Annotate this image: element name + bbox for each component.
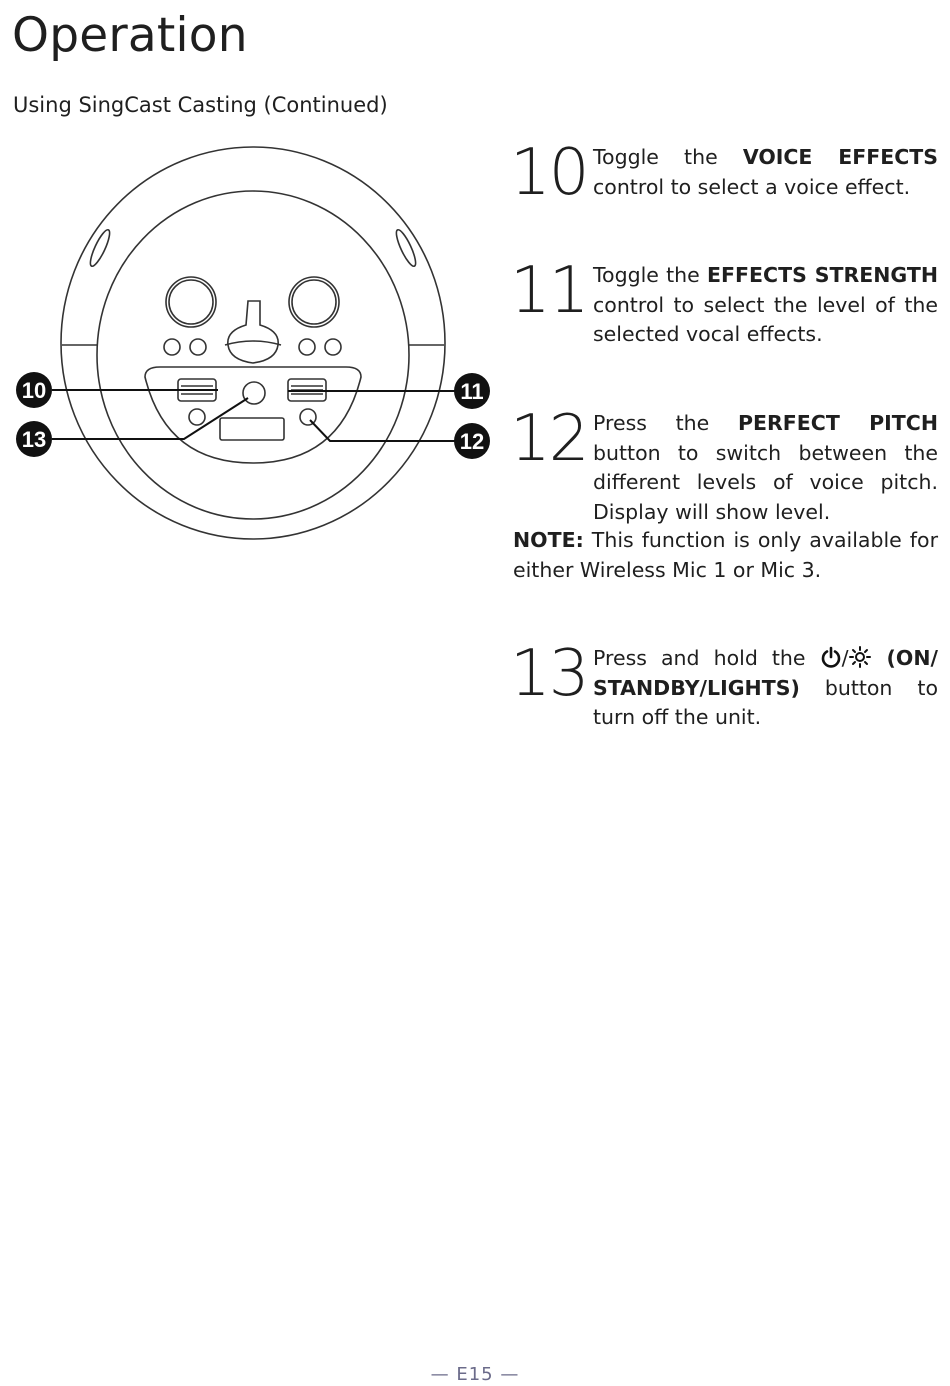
perfect-pitch-button <box>299 408 317 426</box>
callout-13: 13 <box>16 421 52 457</box>
step-text: Press and hold the / (ON/ STANDBY/LIGHTS… <box>593 646 938 729</box>
step-text: Press the PERFECT PITCH button to switch… <box>593 411 938 524</box>
step-control-name: EFFECTS STRENGTH <box>707 263 938 287</box>
callout-11-label: 11 <box>460 379 483 404</box>
step-number: 11 <box>510 254 589 328</box>
callout-12-label: 12 <box>460 429 484 454</box>
step-control-name: (ON/ STANDBY/LIGHTS) <box>593 646 938 700</box>
display-window <box>219 417 285 441</box>
callout-12: 12 <box>454 423 490 459</box>
step-number: 10 <box>510 136 589 210</box>
step-text: Toggle the EFFECTS STRENGTH control to s… <box>593 263 938 346</box>
speaker-panel-diagram: 10 11 12 13 <box>16 146 490 540</box>
callout-10-label: 10 <box>22 378 46 403</box>
left-knob <box>165 276 217 328</box>
right-knob <box>288 276 340 328</box>
light-icon <box>849 646 872 668</box>
note-text: This function is only available for eith… <box>513 528 938 582</box>
page-subtitle: Using SingCast Casting (Continued) <box>13 93 388 117</box>
power-icon <box>821 646 840 668</box>
note-block: NOTE: This function is only available fo… <box>513 525 938 585</box>
page-title: Operation <box>12 8 248 63</box>
step-number: 13 <box>510 637 589 711</box>
callout-10: 10 <box>16 372 52 408</box>
callout-11: 11 <box>454 373 490 409</box>
speaker-outer-body <box>60 146 446 540</box>
callout-13-label: 13 <box>22 427 46 452</box>
note-label: NOTE: <box>513 528 584 552</box>
step-text: Toggle the VOICE EFFECTS control to sele… <box>593 145 938 199</box>
page-number: — E15 — <box>430 1364 520 1385</box>
step-control-name: PERFECT PITCH <box>737 411 938 435</box>
speaker-inner-ring <box>96 190 410 520</box>
step-control-name: VOICE EFFECTS <box>742 145 938 169</box>
step-number: 12 <box>510 402 589 476</box>
power-button <box>242 381 266 405</box>
